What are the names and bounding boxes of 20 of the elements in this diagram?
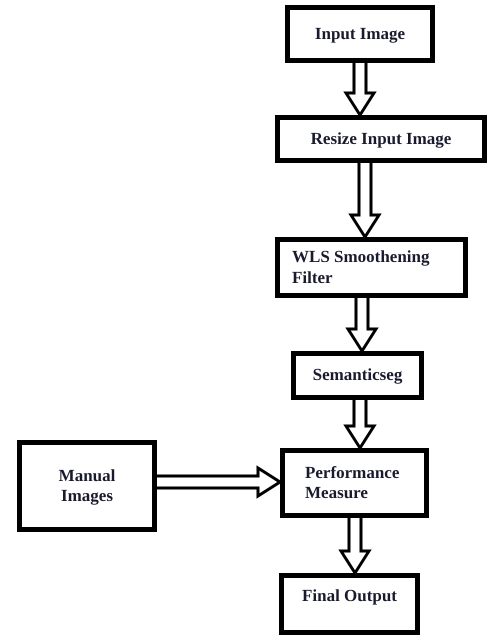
hollow-arrow	[348, 162, 382, 240]
process-box	[279, 573, 420, 635]
process-box	[17, 440, 157, 532]
process-box	[291, 351, 424, 400]
process-box	[275, 237, 468, 298]
box-label: WLS Smoothening Filter	[292, 247, 430, 288]
hollow-arrow	[345, 296, 379, 354]
box-label: Final Output	[302, 586, 397, 606]
process-box	[285, 5, 435, 63]
box-label: Manual Images	[58, 466, 116, 506]
box-label: Resize Input Image	[310, 128, 452, 150]
hollow-arrow	[338, 516, 372, 576]
hollow-arrow	[343, 62, 377, 118]
process-box	[280, 448, 429, 518]
box-label: Input Image	[314, 24, 406, 44]
hollow-arrow	[156, 465, 283, 499]
box-label: Performance Measure	[305, 462, 400, 504]
box-label: Semanticseg	[312, 365, 402, 386]
hollow-arrow	[343, 398, 377, 451]
process-box	[275, 115, 487, 163]
